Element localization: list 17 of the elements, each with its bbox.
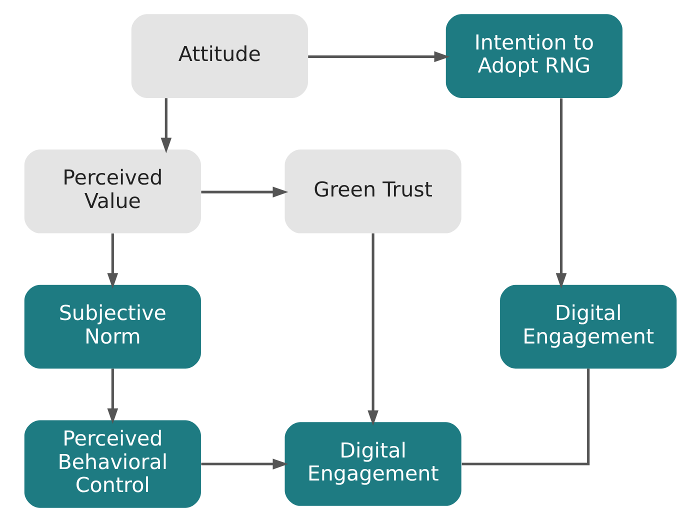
node-box: Perceived Behavioral Control — [24, 420, 200, 508]
arrow — [200, 458, 288, 469]
node-box: Green Trust — [284, 149, 461, 233]
arrow — [160, 98, 172, 153]
arrow — [367, 232, 378, 426]
arrow — [106, 368, 118, 424]
node-box: Perceived Value — [24, 149, 200, 233]
arrow — [200, 186, 288, 197]
arrow — [308, 50, 450, 62]
arrow — [106, 232, 118, 288]
node-box: Digital Engagement — [500, 284, 676, 368]
connector — [461, 368, 590, 465]
node-box: Intention to Adopt RNG — [445, 14, 622, 98]
node-box: Attitude — [130, 14, 308, 98]
node-box: Subjective Norm — [24, 284, 200, 368]
arrow — [555, 98, 566, 288]
node-box: Digital Engagement — [284, 422, 461, 506]
